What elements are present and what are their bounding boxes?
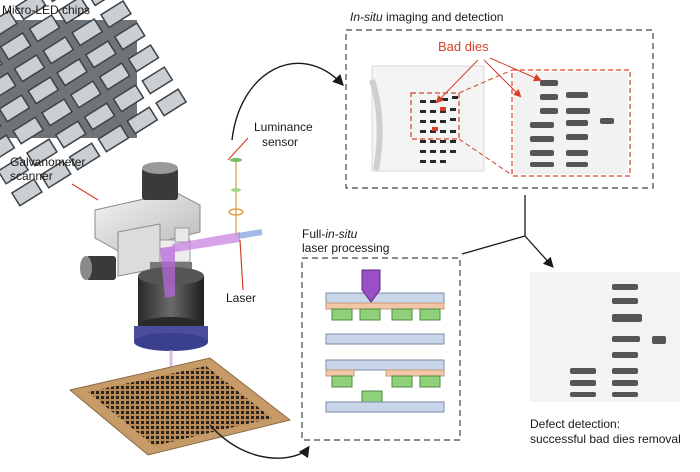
luminance-leader-line: [227, 137, 249, 161]
imaging-title: In-situ imaging and detection: [350, 10, 503, 24]
arrow-to-result: [524, 235, 554, 268]
laser-label: Laser: [226, 291, 257, 305]
bad-die-arrow-2: [483, 59, 522, 98]
micro-led-chips-label: Micro-LED chips: [2, 3, 91, 17]
arrow-to-imaging: [231, 62, 344, 141]
defect-label-line1: Defect detection:: [530, 417, 621, 431]
defect-label-line2: successful bad dies removal: [530, 432, 681, 446]
processing-title-line1: Full-in-situ: [302, 227, 357, 241]
processing-schematic: [325, 269, 445, 413]
bad-die-arrow-1: [435, 59, 479, 104]
zoom-line-bottom: [458, 138, 513, 176]
defect-result-image: [530, 272, 680, 402]
bad-dies-label: Bad dies: [438, 39, 489, 54]
sample-board: [68, 357, 292, 456]
zoom-source-box: [410, 92, 460, 140]
wafer-detection-image: [369, 65, 485, 172]
laser-beam-paths: [160, 160, 263, 392]
zoomed-die-image: [514, 72, 628, 174]
imaging-panel-frame: [345, 29, 654, 189]
galvanometer-scanner-device: [80, 162, 201, 280]
luminance-label-line2: sensor: [262, 135, 299, 149]
processing-title-italic: in-situ: [325, 227, 358, 241]
bad-die-arrow-3: [489, 57, 542, 82]
zoom-line-top: [458, 69, 513, 94]
galvanometer-label-line2: scanner: [10, 169, 53, 183]
processing-title-line2: laser processing: [302, 241, 390, 255]
micro-led-sem-image: [0, 0, 188, 207]
arrow-to-processing: [209, 424, 310, 459]
zoom-target-box: [511, 69, 631, 177]
galvanometer-leader-line: [71, 183, 99, 201]
processing-title-prefix: Full-: [302, 227, 326, 241]
galvanometer-label-line1: Galvanometer: [10, 155, 86, 169]
luminance-label-line1: Luminance: [254, 120, 313, 134]
imaging-title-rest: imaging and detection: [382, 10, 504, 24]
imaging-title-italic: In-situ: [350, 10, 383, 24]
branch-left: [461, 235, 526, 255]
laser-leader-line: [239, 239, 244, 291]
luminance-sensor: [230, 158, 242, 162]
processing-panel-frame: [301, 257, 461, 441]
